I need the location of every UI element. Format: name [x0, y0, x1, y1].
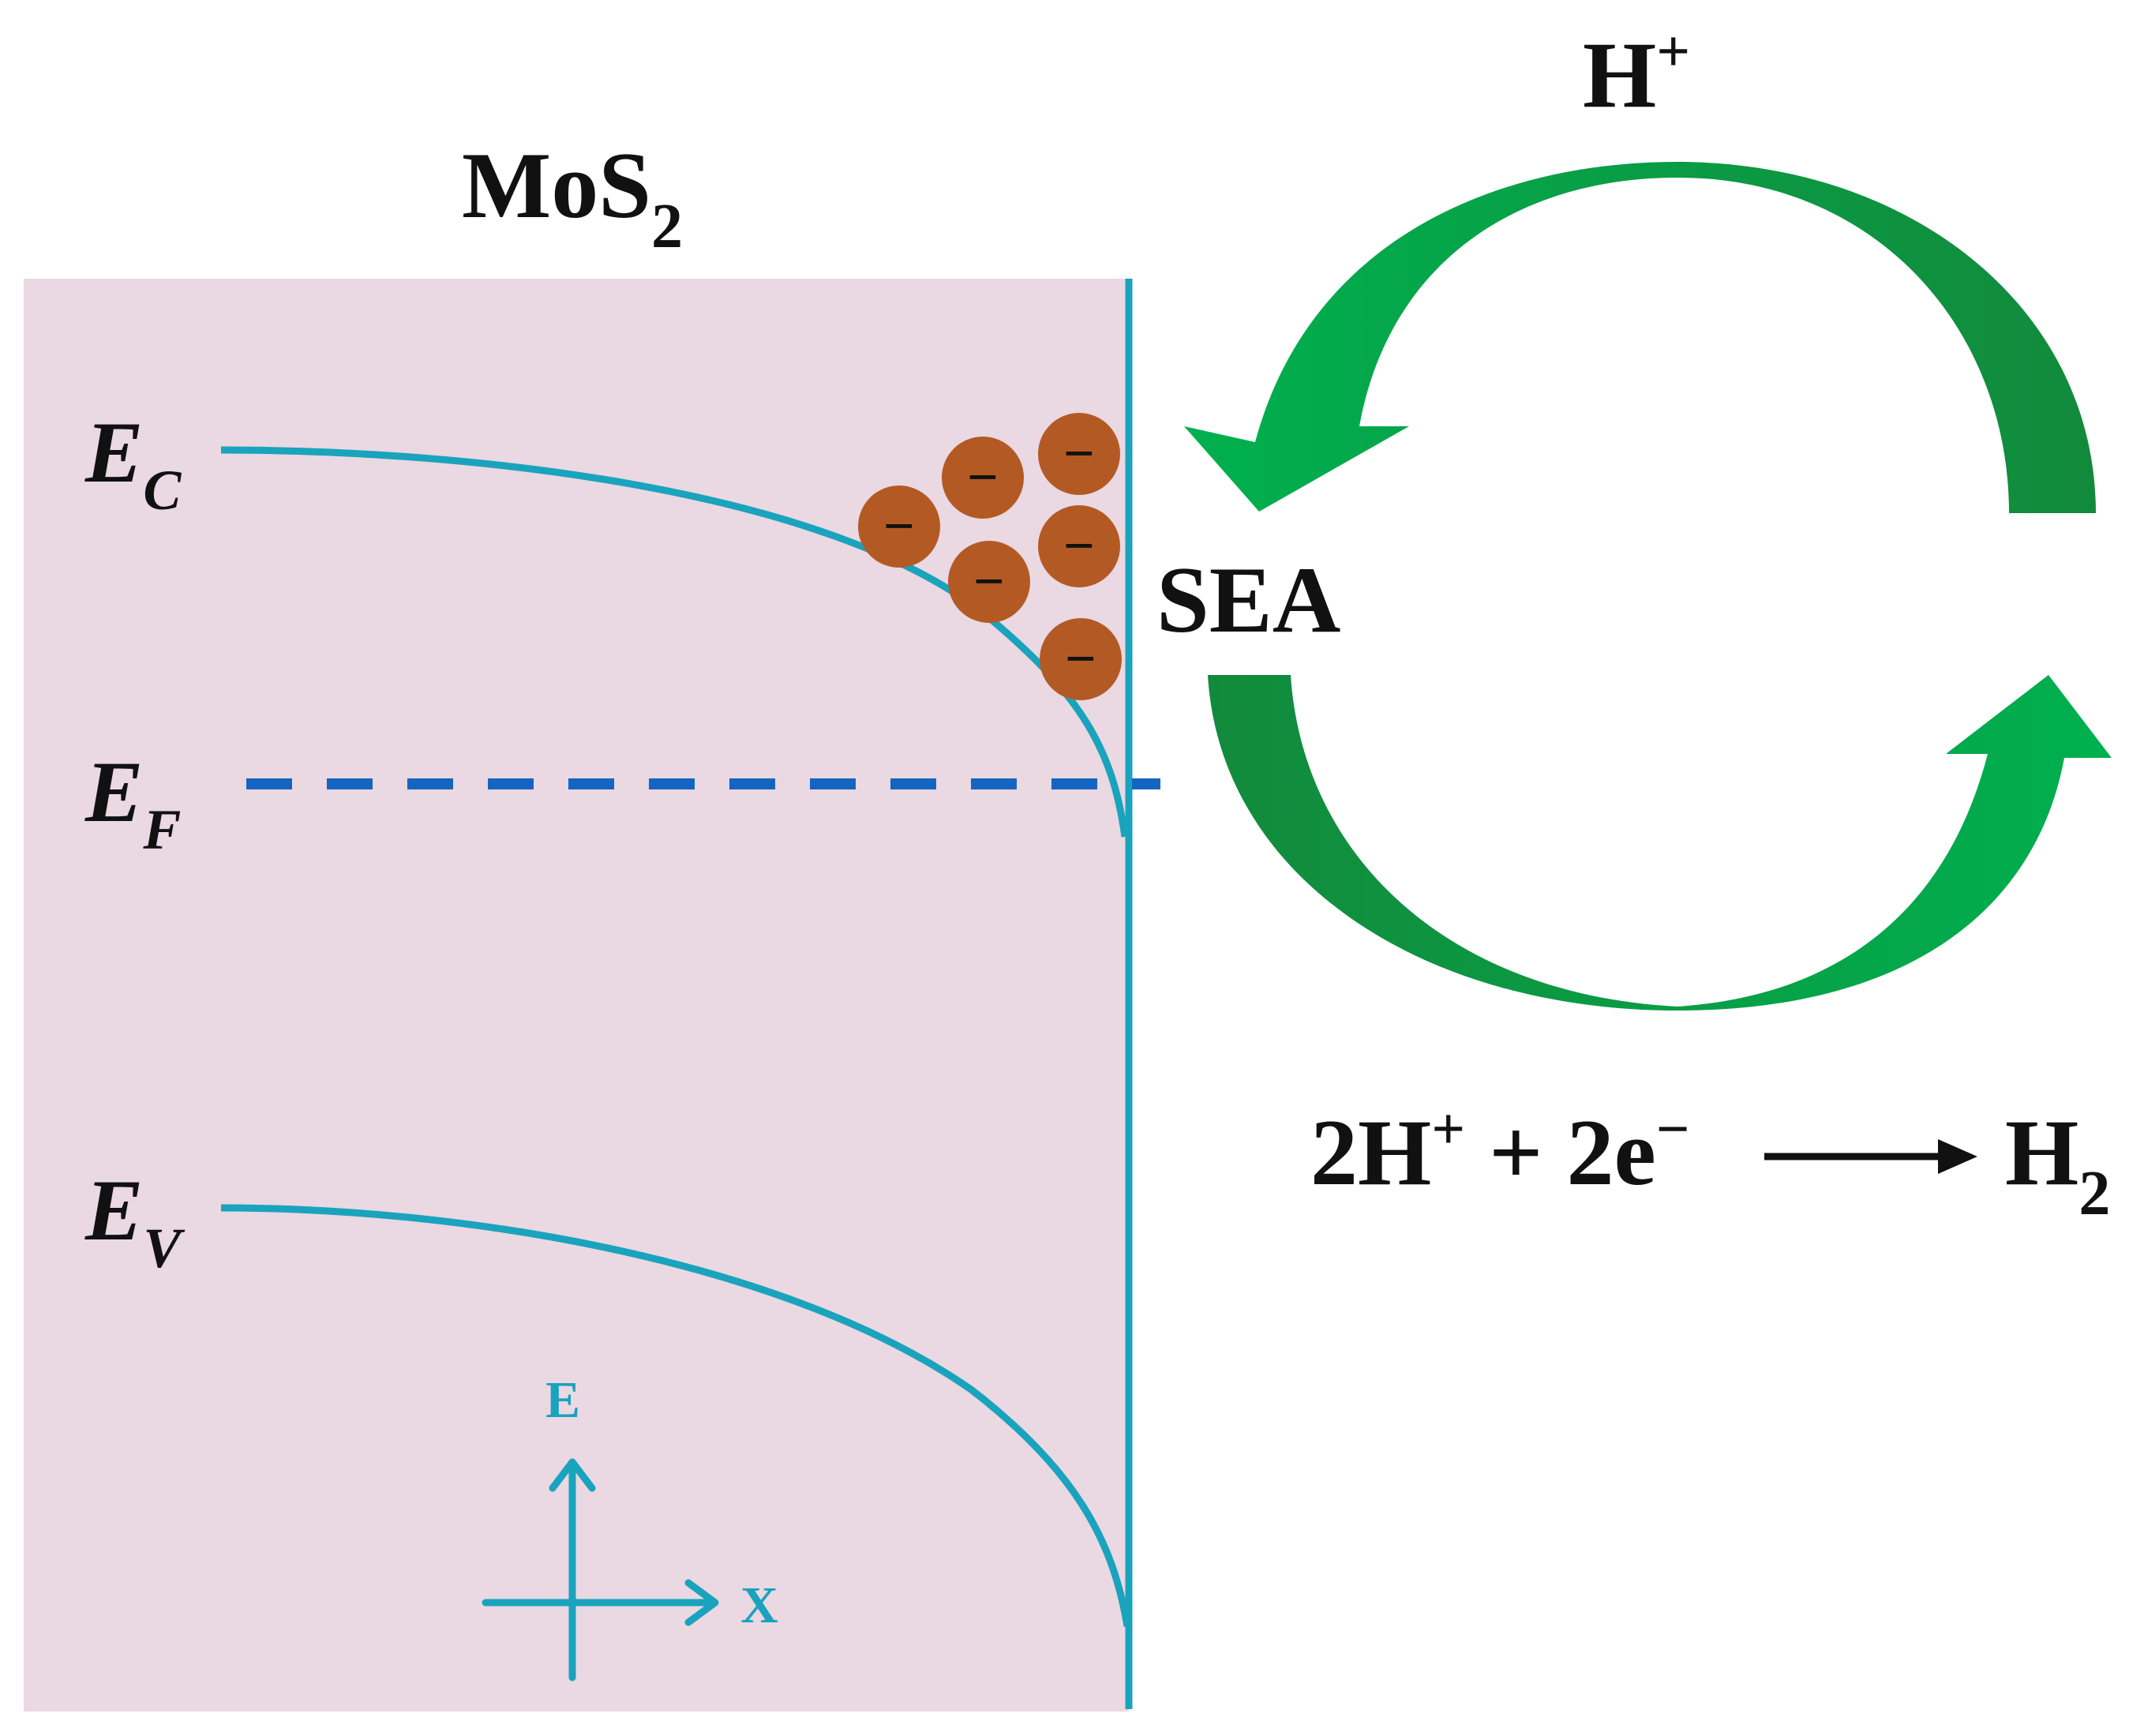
sea-label: SEA: [1156, 547, 1340, 652]
conduction-band-label: EC: [84, 404, 182, 522]
svg-text:−: −: [967, 448, 999, 508]
svg-text:−: −: [973, 552, 1005, 613]
valence-band-curve: [220, 1204, 1131, 1627]
electron: −: [942, 437, 1024, 519]
proton-label: H+: [1583, 19, 1690, 127]
valence-band-label: EV: [84, 1162, 185, 1280]
svg-text:−: −: [883, 497, 915, 557]
electron: −: [858, 486, 940, 568]
svg-text:−: −: [1063, 516, 1095, 577]
bottom-cycle-arrow: [1208, 675, 2112, 1010]
top-cycle-arrow: [1184, 162, 2096, 513]
svg-text:−: −: [1065, 629, 1096, 690]
material-label: MoS2: [462, 133, 683, 261]
svg-text:−: −: [1063, 424, 1095, 485]
electron: −: [948, 541, 1030, 623]
position-axis-label: X: [740, 1577, 778, 1634]
reaction-product: H2: [2005, 1100, 2110, 1228]
energy-axis-label: E: [545, 1371, 580, 1429]
fermi-level-label: EF: [84, 744, 181, 861]
reaction-arrow: [1764, 1139, 1977, 1174]
electron: −: [1038, 413, 1120, 495]
electron-cluster: − − − − − −: [858, 413, 1122, 700]
electron: −: [1038, 505, 1120, 587]
reaction-equation: 2H+ + 2e−: [1310, 1097, 1690, 1205]
axes-indicator: [482, 1458, 719, 1682]
electron: −: [1040, 618, 1122, 700]
